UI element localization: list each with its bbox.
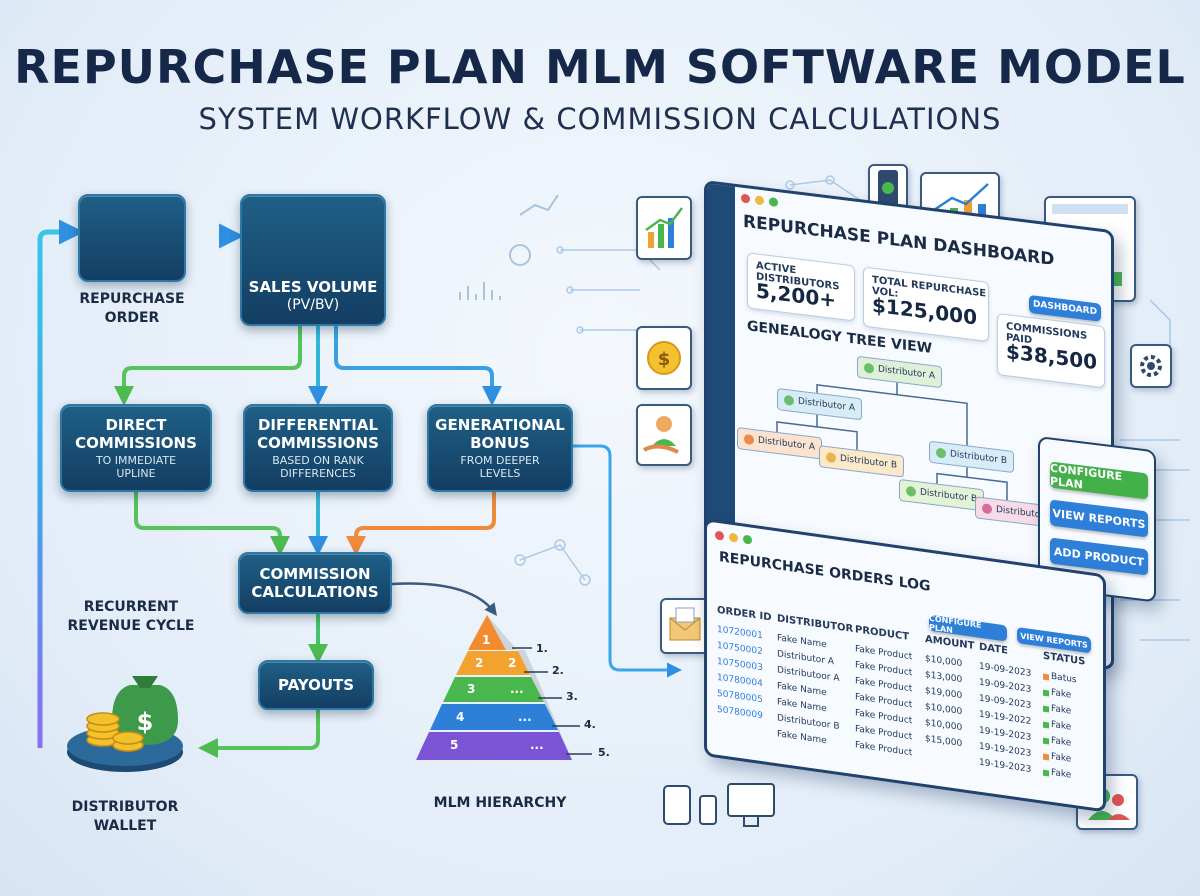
differential-commissions-node: DIFFERENTIAL COMMISSIONS BASED ON RANK D… xyxy=(243,404,393,492)
svg-text:$: $ xyxy=(137,708,154,736)
status-badge xyxy=(1043,689,1049,697)
coin-icon: $ xyxy=(647,341,681,375)
status-badge xyxy=(1043,721,1049,729)
settings-card xyxy=(1130,344,1172,388)
money-bag-coins-icon: $ xyxy=(67,676,183,772)
status-badge xyxy=(1043,705,1049,713)
table-cell: Fake Name xyxy=(777,633,827,651)
orders-window-controls xyxy=(715,530,752,545)
payouts-node: PAYOUTS xyxy=(258,660,374,710)
status-badge xyxy=(1043,769,1049,777)
table-cell: Fake xyxy=(1051,751,1072,765)
pyramid-level-5b: ... xyxy=(530,738,544,752)
generational-bonus-node: GENERATIONAL BONUS FROM DEEPER LEVELS xyxy=(427,404,573,492)
pyramid-side-5: 5. xyxy=(598,746,610,759)
recurrent-cycle-label: RECURRENT REVENUE CYCLE xyxy=(67,599,195,634)
generational-bonus-title: GENERATIONAL BONUS xyxy=(435,416,565,452)
pyramid-level-4b: ... xyxy=(518,710,532,724)
view-reports-button[interactable]: VIEW REPORTS xyxy=(1050,499,1148,538)
generational-bonus-sub: FROM DEEPER LEVELS xyxy=(460,454,540,480)
user-hand-card xyxy=(636,404,692,466)
mail-card xyxy=(660,598,710,654)
distributor-wallet-label: DISTRIBUTOR WALLET xyxy=(71,799,179,834)
pyramid-side-1: 1. xyxy=(536,642,548,655)
table-cell: Fake xyxy=(1051,735,1072,749)
pyramid-side-2: 2. xyxy=(552,664,564,677)
table-cell: $10,000 xyxy=(925,654,963,670)
commission-calculations-title: COMMISSION CALCULATIONS xyxy=(251,565,379,601)
mlm-pyramid xyxy=(416,615,592,760)
repurchase-order-node xyxy=(78,194,186,282)
pyramid-level-3a: 3 xyxy=(467,682,476,696)
payouts-title: PAYOUTS xyxy=(277,676,355,694)
mlm-hierarchy-label: MLM HIERARCHY xyxy=(433,795,567,811)
direct-commissions-node: DIRECT COMMISSIONS TO IMMEDIATE UPLINE xyxy=(60,404,212,492)
table-cell: Fake Product xyxy=(855,644,913,663)
svg-text:$: $ xyxy=(658,349,671,370)
sales-volume-title: SALES VOLUME xyxy=(248,278,378,296)
coin-card: $ xyxy=(636,326,692,390)
status-badge xyxy=(1043,673,1049,681)
bar-chart-icon xyxy=(645,207,683,248)
commission-calculations-node: COMMISSION CALCULATIONS xyxy=(238,552,392,614)
page-subtitle: SYSTEM WORKFLOW & COMMISSION CALCULATION… xyxy=(198,102,1002,136)
bar-chart-card xyxy=(636,196,692,260)
status-badge xyxy=(1043,737,1049,745)
sales-volume-node: SALES VOLUME (PV/BV) xyxy=(240,194,386,326)
pyramid-level-2a: 2 xyxy=(475,656,484,670)
pyramid-side-3: 3. xyxy=(566,690,578,703)
sales-volume-sub: (PV/BV) xyxy=(286,297,340,313)
direct-commissions-sub: TO IMMEDIATE UPLINE xyxy=(95,454,177,480)
table-cell: Batus xyxy=(1051,671,1077,686)
table-cell: 19-09-2023 xyxy=(979,661,1032,680)
devices-icon xyxy=(663,783,775,827)
repurchase-order-label: REPURCHASE ORDER xyxy=(79,291,185,326)
differential-commissions-title: DIFFERENTIAL COMMISSIONS xyxy=(257,416,379,452)
table-cell: Fake xyxy=(1051,719,1072,733)
user-hand-icon xyxy=(643,416,679,454)
pyramid-level-4a: 4 xyxy=(456,710,465,724)
gear-icon xyxy=(1140,355,1162,377)
table-cell: Fake xyxy=(1051,687,1072,701)
pyramid-level-1a: 1 xyxy=(482,633,491,647)
pyramid-level-5a: 5 xyxy=(450,738,459,752)
pyramid-level-2b: 2 xyxy=(508,656,517,670)
pyramid-level-3b: ... xyxy=(510,682,524,696)
status-badge xyxy=(1043,753,1049,761)
envelope-icon xyxy=(669,607,701,641)
mobile-chart-icon xyxy=(878,170,898,208)
direct-commissions-title: DIRECT COMMISSIONS xyxy=(75,416,197,452)
configure-plan-button[interactable]: CONFIGURE PLAN xyxy=(1050,461,1148,500)
faint-chart-decoration xyxy=(459,194,559,300)
genealogy-tree-lines xyxy=(776,382,1008,501)
table-cell: Fake xyxy=(1051,767,1072,781)
differential-commissions-sub: BASED ON RANK DIFFERENCES xyxy=(272,454,364,480)
pyramid-side-4: 4. xyxy=(584,718,596,731)
table-cell: 10720001 xyxy=(717,624,763,642)
page-title: REPURCHASE PLAN MLM SOFTWARE MODEL xyxy=(14,40,1186,94)
dashboard-panel: REPURCHASE PLAN DASHBOARD ACTIVE DISTRIB… xyxy=(704,180,1114,671)
table-cell: Fake xyxy=(1051,703,1072,717)
